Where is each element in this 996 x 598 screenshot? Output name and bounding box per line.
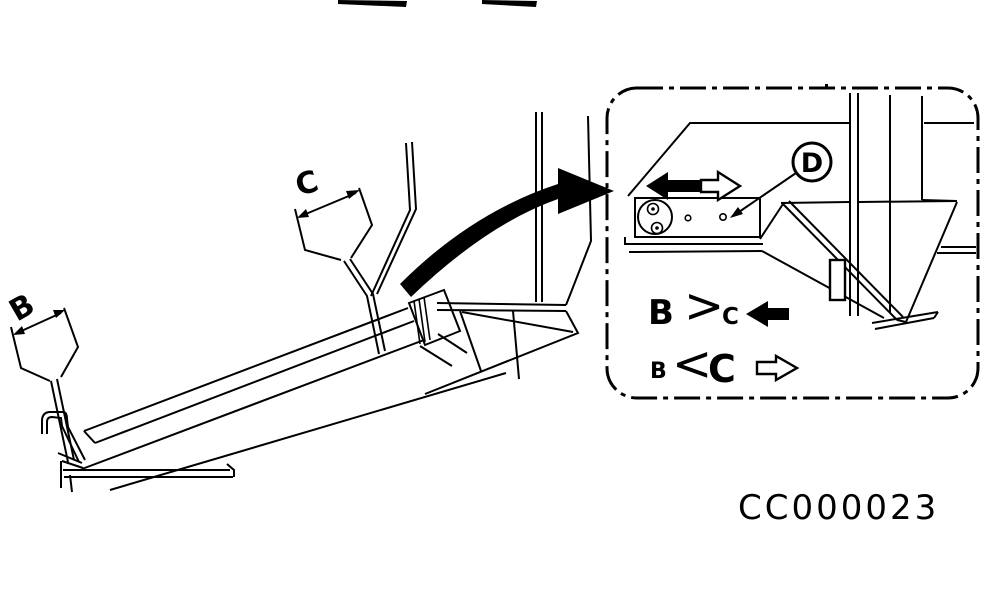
slide-direction-arrows (646, 169, 743, 203)
adjust-hole-d (718, 213, 727, 222)
main-view-drawing: B C (4, 112, 614, 493)
plate-edge (627, 122, 850, 197)
under-block-edges (419, 333, 468, 367)
dim-arrowhead (346, 190, 360, 199)
dim-line-b (16, 312, 62, 334)
top-mark-left (338, 0, 407, 7)
latch-block (407, 288, 462, 347)
foot-plate (63, 469, 233, 478)
part-callout-d: D (730, 141, 833, 218)
inset-latch-detail (624, 122, 885, 319)
block-outline (407, 288, 462, 347)
rail-edge-top-front (94, 320, 415, 444)
hook-bracket-inner (46, 415, 80, 463)
bolt-head (646, 202, 660, 216)
part-label-d: D (801, 148, 823, 179)
dim-line-c (300, 192, 357, 217)
latch-box (634, 197, 761, 238)
dim-arrowhead (297, 209, 309, 218)
inset-border (605, 86, 980, 400)
bolt-head (650, 221, 664, 235)
foot-end-cap (226, 463, 235, 477)
funnel-right-arm (896, 201, 958, 323)
rail-edge-bottom-outer (109, 372, 507, 491)
bent-upright (565, 115, 593, 306)
roller-circle (637, 199, 673, 235)
arrow-left-solid-icon (646, 172, 704, 200)
dim-group-b: B (4, 287, 86, 463)
side-shelf-lines (921, 122, 976, 254)
block-hinge-lines (413, 296, 431, 345)
rod-b (50, 378, 75, 463)
ramp-outline (424, 310, 580, 395)
rail-edge-bottom-inner (81, 339, 425, 470)
adjust-hole (684, 214, 692, 222)
panel-edge (370, 141, 418, 297)
ramp-leg (512, 310, 520, 380)
dim-arrowhead (13, 326, 25, 335)
rail-end-cap (83, 430, 96, 444)
striker-posts (849, 93, 923, 316)
rule2-right: C (708, 347, 736, 391)
arrow-right-outline-icon (755, 353, 800, 383)
ramp-inner-edge (459, 310, 482, 372)
bolt-dot (651, 207, 655, 211)
rule2-left: B (650, 359, 667, 384)
callout-circle (791, 141, 833, 183)
rule2-operator: < (672, 336, 712, 392)
rail-channel (81, 307, 507, 491)
rule1-left: B (648, 293, 674, 333)
cross-bar (436, 302, 567, 312)
dim-extension-left (294, 208, 342, 261)
bolt-dot (655, 226, 659, 230)
dim-extension-right (60, 307, 80, 378)
top-mark-right (482, 0, 537, 7)
base-plate (624, 237, 763, 253)
dim-label-b: B (4, 287, 41, 329)
figure-code: CC000023 (738, 488, 939, 528)
foot-ticks (60, 461, 73, 493)
detail-inset-panel: D B > C B < C (605, 86, 980, 400)
hook-bracket (41, 411, 86, 461)
front-foot (57, 452, 235, 493)
dim-label-c: C (292, 164, 323, 204)
foot-joint (57, 452, 83, 464)
dim-extension-right (350, 187, 374, 259)
funnel-top-edge (780, 200, 958, 204)
rear-structure (419, 112, 593, 395)
ramp-fold (461, 311, 574, 333)
striker-funnel (780, 93, 976, 330)
detail-callout-arrow-icon (400, 168, 614, 297)
dim-extension-left (10, 326, 51, 382)
adjustment-rule-1: B > C (648, 278, 789, 334)
dim-arrowhead (53, 310, 65, 318)
arrow-left-solid-icon (746, 301, 789, 327)
leader-arrowhead (730, 207, 743, 218)
speck-dot (825, 84, 828, 87)
arrow-right-outline-icon (699, 169, 743, 203)
rail-edge-top-back (83, 307, 409, 432)
dim-group-c: C (292, 164, 386, 355)
base-diagonals (759, 203, 885, 319)
foot-joint (61, 460, 84, 469)
adjustment-rule-2: B < C (650, 336, 800, 392)
striker-bar-section (828, 258, 847, 302)
funnel-foot (871, 311, 939, 330)
top-edge-marks (338, 0, 828, 87)
rule1-operator: > (684, 278, 724, 334)
rule1-right: C (722, 304, 739, 330)
leader-line (735, 172, 797, 215)
